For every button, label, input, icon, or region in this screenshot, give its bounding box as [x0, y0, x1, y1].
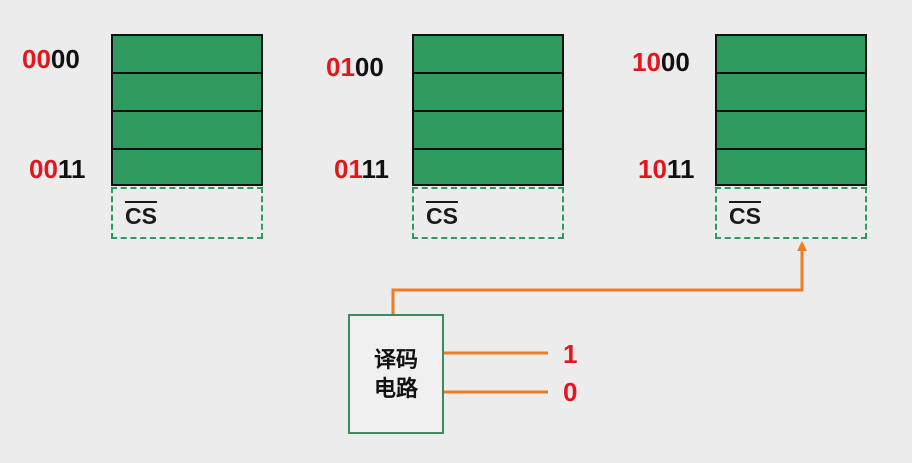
memory-stack: [412, 34, 564, 186]
address-high-bits: 00: [29, 154, 58, 184]
chip-select-label: CS: [426, 203, 458, 229]
chip-select-box: CS: [111, 187, 263, 239]
chip-3-end-address: 1011: [638, 154, 694, 184]
address-low-bits: 00: [660, 47, 690, 77]
chip-select-label: CS: [125, 203, 157, 229]
chip-2-end-address: 0111: [334, 154, 389, 184]
chip-select-label: CS: [729, 203, 761, 229]
address-high-bits: 10: [632, 47, 661, 77]
address-high-bits: 00: [22, 44, 51, 74]
row-divider: [717, 72, 865, 74]
address-low-bits: 11: [666, 154, 695, 184]
memory-stack: [715, 34, 867, 186]
chip-select-box: CS: [715, 187, 867, 239]
address-high-bits: 01: [326, 52, 355, 82]
row-divider: [414, 110, 562, 112]
address-low-bits: 11: [361, 154, 390, 184]
row-divider: [113, 110, 261, 112]
decoder-output-wire: [391, 241, 807, 314]
input-bit-top: 1: [563, 339, 578, 369]
decoder-circuit: 译码 电路: [348, 314, 444, 434]
decoder-label-line-2: 电路: [373, 377, 418, 402]
address-low-bits: 00: [354, 52, 384, 82]
row-divider: [717, 110, 865, 112]
chip-1-start-address: 0000: [22, 44, 80, 74]
decoder-label: 译码 电路: [350, 346, 442, 404]
chip-2-start-address: 0100: [326, 52, 384, 82]
row-divider: [414, 72, 562, 74]
decoder-label-line-1: 译码: [373, 348, 418, 373]
address-low-bits: 00: [50, 44, 80, 74]
chip-1-end-address: 0011: [29, 154, 85, 184]
row-divider: [113, 72, 261, 74]
address-high-bits: 10: [638, 154, 667, 184]
chip-3-start-address: 1000: [632, 47, 690, 77]
address-high-bits: 01: [334, 154, 362, 184]
row-divider: [113, 148, 261, 150]
row-divider: [414, 148, 562, 150]
chip-select-box: CS: [412, 187, 564, 239]
address-low-bits: 11: [57, 154, 86, 184]
memory-stack: [111, 34, 263, 186]
input-bit-bottom: 0: [563, 377, 578, 407]
row-divider: [717, 148, 865, 150]
